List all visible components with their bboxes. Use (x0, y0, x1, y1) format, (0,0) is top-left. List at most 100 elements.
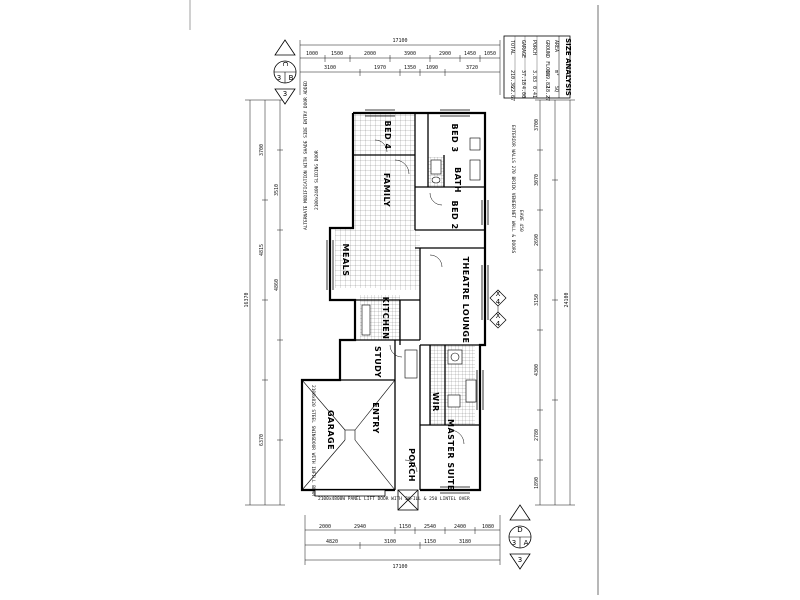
dim-right-overall: 24100 (564, 292, 570, 307)
svg-text:3700: 3700 (534, 119, 540, 131)
svg-text:3700: 3700 (259, 144, 265, 156)
section-marker-top-left: C 3 B 3 (273, 39, 297, 105)
svg-text:4820: 4820 (326, 539, 338, 545)
svg-text:4: 4 (496, 320, 501, 328)
room-entry: ENTRY (371, 402, 380, 434)
dim-left-col: 3700 4815 3510 4860 6370 (259, 144, 280, 446)
room-theatre-lounge: THEATRE LOUNGE (461, 257, 470, 344)
note-right-1: EXTERIOR WALLS 270 BRICK VENEER (510, 125, 516, 209)
svg-text:3900: 3900 (404, 51, 416, 57)
room-bath: BATH (453, 167, 462, 193)
svg-text:1050: 1050 (484, 51, 496, 57)
svg-text:3: 3 (512, 539, 516, 547)
svg-text:3.83: 3.83 (531, 70, 537, 82)
svg-text:2940: 2940 (354, 524, 366, 530)
room-meals: MEALS (341, 244, 350, 277)
svg-text:X: X (496, 290, 501, 298)
dim-left-overall: 16370 (244, 292, 250, 307)
svg-text:1090: 1090 (426, 65, 438, 71)
svg-text:GROUND FLOOR: GROUND FLOOR (544, 40, 550, 77)
room-study: STUDY (373, 346, 382, 378)
room-kitchen: KITCHEN (381, 297, 390, 340)
svg-text:3720: 3720 (466, 65, 478, 71)
svg-text:1000: 1000 (306, 51, 318, 57)
svg-text:210.36: 210.36 (509, 70, 515, 88)
svg-text:37.18: 37.18 (520, 70, 526, 85)
dim-bottom-overall: 17100 (392, 564, 407, 570)
size-analysis-title: SIZE ANALYSIS (564, 38, 572, 96)
room-bed3: BED 3 (450, 123, 459, 152)
svg-text:0.41: 0.41 (531, 86, 537, 98)
room-wir: WIR (431, 392, 440, 411)
svg-text:2400: 2400 (454, 524, 466, 530)
svg-text:2780: 2780 (534, 429, 540, 441)
svg-text:3150: 3150 (534, 294, 540, 306)
note-right-3: EAVE 450 (518, 210, 524, 232)
svg-text:A: A (524, 539, 529, 547)
svg-text:TOTAL: TOTAL (509, 40, 515, 55)
size-analysis-rows: AREA m² SQ GROUND FLOOR 169.82 18.27 POR… (509, 40, 559, 101)
note-garage-side-door: 2100x820 STEEL SWINGDOOR WITH INFILL BEA… (310, 385, 316, 496)
svg-text:2690: 2690 (534, 234, 540, 246)
svg-text:22.67: 22.67 (509, 86, 515, 101)
svg-text:4: 4 (496, 298, 501, 306)
svg-text:SQ: SQ (553, 86, 559, 92)
svg-text:3: 3 (277, 74, 281, 82)
plan-notes: 2100x2400 SLIDING DOOR ALTERNATE MODIFIC… (303, 81, 524, 502)
building (300, 109, 489, 511)
svg-text:AREA: AREA (553, 40, 559, 52)
svg-text:4815: 4815 (259, 244, 265, 256)
svg-text:C: C (281, 62, 289, 67)
svg-text:m²: m² (553, 70, 559, 76)
room-family: FAMILY (382, 173, 391, 207)
svg-text:D: D (517, 526, 522, 534)
note-modification: ALTERNATE MODIFICATION WITH SHADE SIDE E… (303, 81, 309, 230)
svg-text:1970: 1970 (374, 65, 386, 71)
svg-text:1450: 1450 (464, 51, 476, 57)
svg-text:4860: 4860 (274, 279, 280, 291)
section-marker-side: X 4 X 4 (489, 289, 507, 329)
svg-text:3: 3 (518, 556, 522, 564)
room-master-suite: MASTER SUITE (446, 419, 455, 491)
meals-tiled-floor (335, 228, 380, 288)
dim-top-overall: 17100 (392, 38, 407, 44)
svg-text:X: X (496, 312, 501, 320)
section-marker-bottom-right: D 3 A 3 (508, 504, 532, 570)
dim-bottom-row: 2000 2940 1150 2540 2400 1080 (319, 524, 494, 530)
svg-text:3070: 3070 (534, 174, 540, 186)
svg-text:3510: 3510 (274, 184, 280, 196)
dim-bottom-row2: 4820 3100 1150 3180 (326, 539, 471, 545)
svg-text:169.82: 169.82 (544, 70, 550, 88)
svg-text:3100: 3100 (324, 65, 336, 71)
note-right-2: NET WALL & DOORS (510, 210, 516, 254)
svg-text:1150: 1150 (399, 524, 411, 530)
size-analysis-table: SIZE ANALYSIS AREA m² SQ GROUND FLOOR 16… (503, 35, 572, 101)
room-porch: PORCH (407, 448, 416, 482)
svg-text:1350: 1350 (404, 65, 416, 71)
room-garage: GARAGE (326, 410, 335, 450)
svg-text:2000: 2000 (319, 524, 331, 530)
svg-text:4300: 4300 (534, 364, 540, 376)
svg-text:1500: 1500 (331, 51, 343, 57)
room-labels: BED 4 BED 3 BATH FAMILY BED 2 MEALS THEA… (326, 120, 470, 491)
dim-top-row: 1000 1500 2000 3900 2900 1450 1050 (306, 51, 496, 57)
svg-text:2540: 2540 (424, 524, 436, 530)
svg-text:3100: 3100 (384, 539, 396, 545)
svg-text:6370: 6370 (259, 434, 265, 446)
svg-text:1890: 1890 (534, 477, 540, 489)
svg-text:18.27: 18.27 (544, 86, 550, 101)
note-sliding-door: 2100x2400 SLIDING DOOR (314, 150, 320, 210)
svg-text:4.00: 4.00 (520, 86, 526, 98)
room-bed2: BED 2 (450, 200, 459, 229)
svg-text:GARAGE: GARAGE (520, 40, 526, 58)
dim-top-row2: 3100 1970 1350 1090 3720 (324, 65, 478, 71)
svg-text:3180: 3180 (459, 539, 471, 545)
dim-right-col: 3700 3070 2690 3150 4300 2780 1890 (534, 119, 540, 489)
note-garage-door: 2100x4800W PANEL LIFT DOOR WITH INFILL &… (318, 496, 470, 502)
svg-text:1080: 1080 (482, 524, 494, 530)
svg-text:3: 3 (283, 90, 287, 98)
svg-text:2000: 2000 (364, 51, 376, 57)
svg-text:2900: 2900 (439, 51, 451, 57)
svg-text:1150: 1150 (424, 539, 436, 545)
